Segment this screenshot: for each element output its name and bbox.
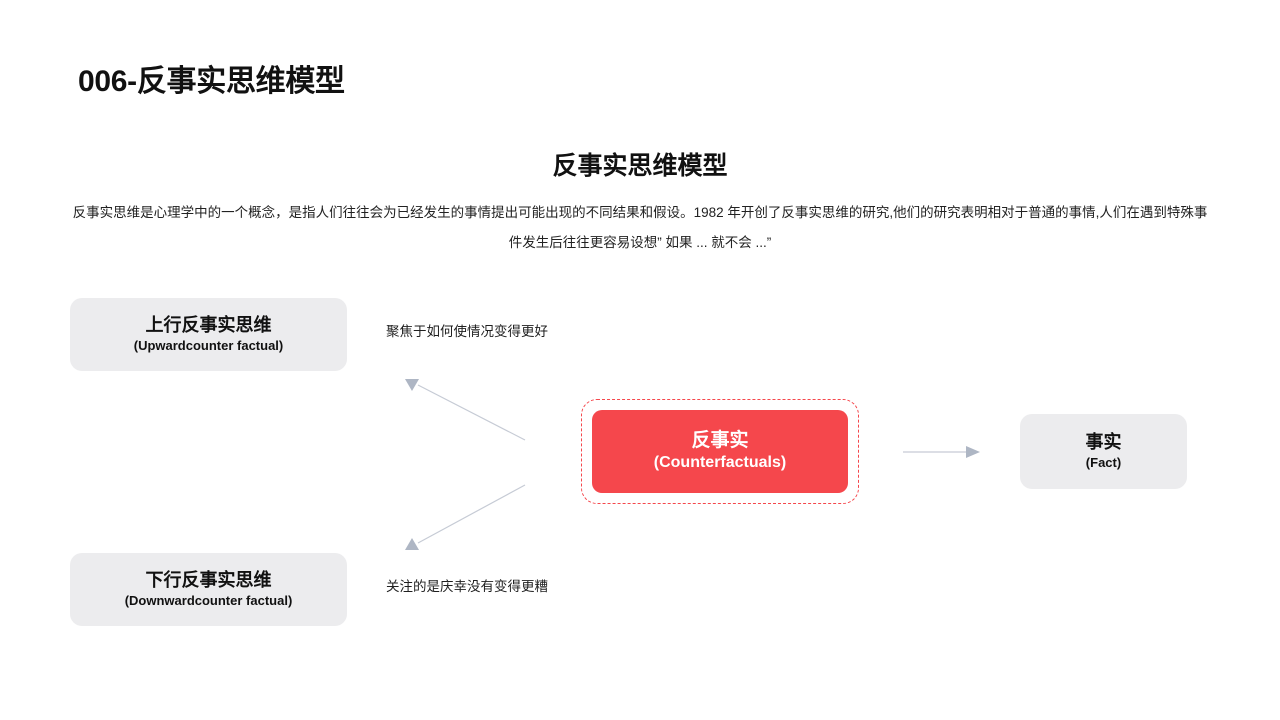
node-counterfactual-label-en: (Counterfactuals): [653, 454, 787, 472]
node-downward-label-en: (Downwardcounter factual): [124, 592, 293, 608]
arrow-to-upward-node: [405, 379, 526, 441]
node-upward-counterfactual[interactable]: 上行反事实思维 (Upwardcounter factual): [70, 298, 347, 371]
node-fact-label-cn: 事实: [1085, 432, 1122, 453]
node-downward-label-cn: 下行反事实思维: [145, 570, 272, 591]
intro-paragraph: 反事实思维是心理学中的一个概念，是指人们往往会为已经发生的事情提出可能出现的不同…: [72, 205, 1208, 250]
annotation-upward-note: 聚焦于如何使情况变得更好: [386, 324, 548, 339]
node-counterfactual-label-cn: 反事实: [691, 429, 749, 451]
node-counterfactual[interactable]: 反事实 (Counterfactuals): [592, 410, 848, 493]
node-upward-label-cn: 上行反事实思维: [145, 315, 272, 336]
node-fact[interactable]: 事实 (Fact): [1020, 414, 1187, 489]
section-heading: 反事实思维模型: [552, 152, 728, 180]
node-counterfactual-highlight-outline: 反事实 (Counterfactuals): [581, 399, 859, 504]
annotation-downward-note: 关注的是庆幸没有变得更糟: [386, 579, 548, 594]
arrow-to-downward-node: [405, 484, 526, 550]
page-title: 006-反事实思维模型: [78, 65, 345, 98]
arrow-to-fact-node: [903, 446, 980, 458]
node-downward-counterfactual[interactable]: 下行反事实思维 (Downwardcounter factual): [70, 553, 347, 626]
node-upward-label-en: (Upwardcounter factual): [133, 337, 284, 353]
node-fact-label-en: (Fact): [1085, 454, 1122, 470]
